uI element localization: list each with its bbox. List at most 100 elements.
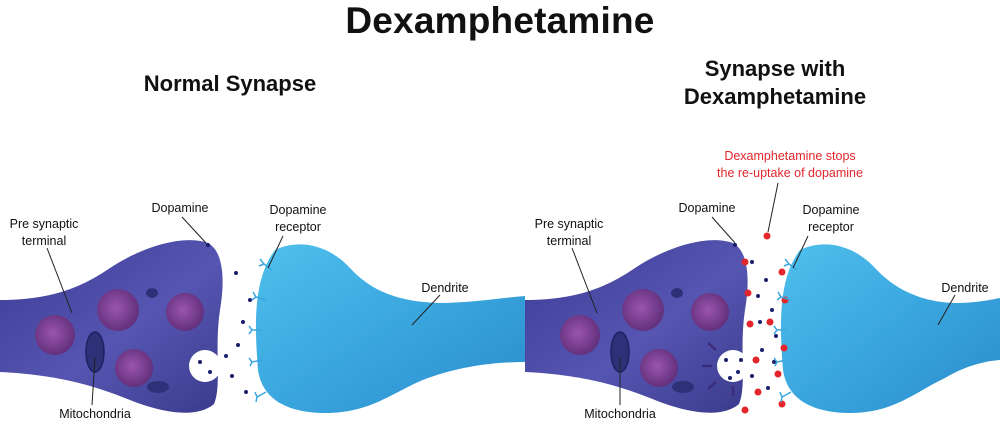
mitochondria-organelles xyxy=(85,288,169,393)
mitochondrion xyxy=(147,381,169,393)
leader-line-mitochondria xyxy=(91,357,96,406)
leader-line-dopamine xyxy=(711,216,736,244)
drug-molecule xyxy=(752,356,760,364)
dopamine-dot xyxy=(234,271,238,275)
vesicle-spikes xyxy=(702,342,735,396)
label-dendrite: Dendrite xyxy=(421,281,469,295)
drug-molecule xyxy=(778,268,786,276)
releasing-vesicle xyxy=(189,350,221,382)
label-pre-synaptic-terminal: Pre synaptic terminal xyxy=(9,217,79,248)
drug-molecule xyxy=(780,344,788,352)
label-dopamine-receptor: Dopamine receptor xyxy=(269,203,327,234)
dopamine-dot xyxy=(198,360,202,364)
leader-line-pre-synaptic xyxy=(571,247,598,314)
leader-line-dopamine xyxy=(181,216,207,244)
normal-synapse-heading: Normal Synapse xyxy=(143,71,317,96)
dopamine-dot xyxy=(772,360,776,364)
dopamine-molecules xyxy=(724,243,778,390)
dopamine-dot xyxy=(230,374,234,378)
mitochondrion xyxy=(85,331,105,373)
dopamine-dot xyxy=(766,386,770,390)
mitochondrion xyxy=(671,288,683,298)
drug-molecule xyxy=(741,406,749,414)
dopamine-dot xyxy=(236,343,240,347)
drug-molecule xyxy=(746,320,754,328)
dendrite xyxy=(255,244,525,414)
dopamine-dot xyxy=(248,298,252,302)
receptor xyxy=(248,357,263,367)
receptor xyxy=(248,325,262,335)
dopamine-dot xyxy=(244,390,248,394)
dopamine-dot xyxy=(728,376,732,380)
vesicles xyxy=(35,289,204,387)
receptor xyxy=(773,325,787,335)
drug-synapse-panel xyxy=(525,182,1000,414)
drug-molecule xyxy=(744,289,752,297)
dopamine-dot xyxy=(206,243,210,247)
dopamine-dot xyxy=(739,358,743,362)
dopamine-dot xyxy=(724,358,728,362)
drug-molecule xyxy=(774,370,782,378)
vesicle xyxy=(691,293,729,331)
dopamine-receptors xyxy=(248,258,273,403)
vesicle xyxy=(115,349,153,387)
receptor xyxy=(254,391,267,403)
mitochondrion xyxy=(146,288,158,298)
dopamine-dot xyxy=(224,354,228,358)
leader-line-dendrite xyxy=(937,294,956,326)
dexamphetamine-note: Dexamphetamine stops the re-uptake of do… xyxy=(717,149,863,180)
dopamine-dot xyxy=(733,243,737,247)
normal-synapse-panel xyxy=(0,216,525,414)
receptor xyxy=(779,391,792,403)
receptor xyxy=(776,291,792,301)
vesicle xyxy=(166,293,204,331)
leader-line-pre-synaptic xyxy=(46,247,73,314)
drug-synapse-heading: Synapse with Dexamphetamine xyxy=(683,56,867,109)
label-dendrite: Dendrite xyxy=(941,281,989,295)
page-title: Dexamphetamine xyxy=(345,0,655,41)
mitochondria-organelles xyxy=(610,288,694,393)
leader-line-note xyxy=(767,182,779,233)
label-dopamine: Dopamine xyxy=(678,201,736,215)
label-dopamine-receptor: Dopamine receptor xyxy=(802,203,860,234)
dopamine-receptors xyxy=(773,258,798,403)
label-pre-synaptic-terminal: Pre synaptic terminal xyxy=(534,217,604,248)
dopamine-dot xyxy=(760,348,764,352)
dopamine-dot xyxy=(770,308,774,312)
drug-molecule xyxy=(778,400,786,408)
dopamine-dot xyxy=(736,370,740,374)
vesicle xyxy=(35,315,75,355)
vesicle xyxy=(560,315,600,355)
spike xyxy=(707,342,717,351)
drug-molecule xyxy=(741,258,749,266)
leader-line-receptor xyxy=(792,235,809,269)
spike xyxy=(707,381,717,390)
vesicle xyxy=(97,289,139,331)
label-mitochondria: Mitochondria xyxy=(59,407,131,421)
dopamine-dot xyxy=(764,278,768,282)
dopamine-molecules xyxy=(198,243,252,394)
dopamine-dot xyxy=(750,260,754,264)
label-dopamine: Dopamine xyxy=(151,201,209,215)
leader-line-dendrite xyxy=(411,294,441,326)
receptor xyxy=(251,291,267,301)
leader-line-receptor xyxy=(267,235,284,269)
mitochondrion xyxy=(672,381,694,393)
drug-molecule xyxy=(766,318,774,326)
receptor xyxy=(773,357,788,367)
dopamine-dot xyxy=(750,374,754,378)
dopamine-dot xyxy=(758,320,762,324)
vesicle xyxy=(640,349,678,387)
drug-molecule xyxy=(754,388,762,396)
label-mitochondria: Mitochondria xyxy=(584,407,656,421)
vesicles xyxy=(560,289,729,387)
vesicle xyxy=(622,289,664,331)
dopamine-dot xyxy=(774,334,778,338)
drug-molecule xyxy=(763,232,771,240)
dopamine-dot xyxy=(208,370,212,374)
releasing-vesicle xyxy=(717,350,749,382)
dendrite xyxy=(780,244,1000,414)
dopamine-dot xyxy=(756,294,760,298)
dopamine-dot xyxy=(241,320,245,324)
